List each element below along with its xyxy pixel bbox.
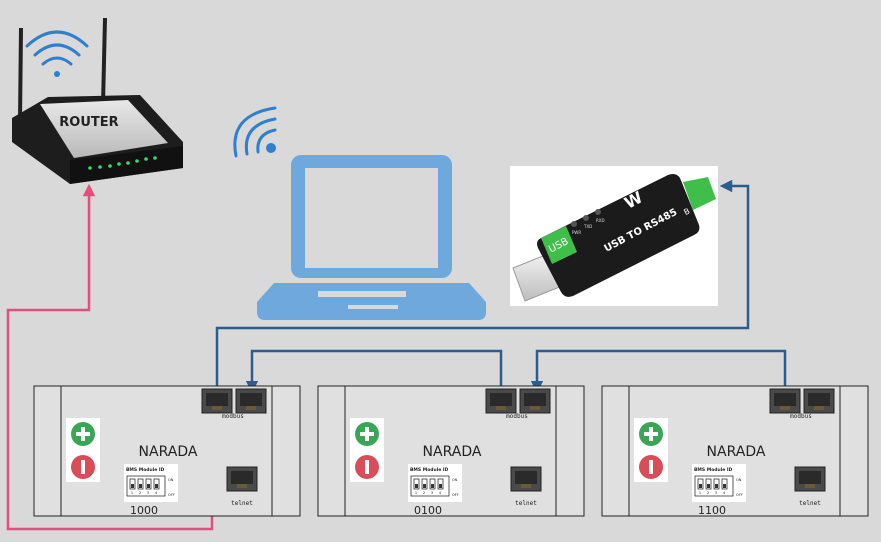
battery-modules: NARADA modbus telnet BMS Module ID 1 2 3 4 ON OFF… <box>33 385 869 517</box>
battery-id-label: 0100 <box>414 504 442 517</box>
modbus-to-converter-line <box>215 179 750 389</box>
usb-rs485-converter: USB USB TO RS485 B W PWR TXD RXD <box>510 166 718 306</box>
modbus-port-out[interactable] <box>803 388 835 414</box>
bms-module-id-dip-switch[interactable]: BMS Module ID 1 2 3 4 ON OFF <box>124 464 178 502</box>
modbus-port-label: modbus <box>222 413 244 420</box>
dip-on-label: ON <box>736 478 742 482</box>
minus-terminal-icon <box>639 455 663 479</box>
led-label-txd: TXD <box>583 224 592 229</box>
battery-brand: NARADA <box>707 444 766 460</box>
dip-number: 1 <box>415 491 417 495</box>
dip-number: 2 <box>707 491 709 495</box>
terminal-block <box>683 177 716 210</box>
router-label: ROUTER <box>59 115 118 130</box>
dip-title: BMS Module ID <box>410 467 449 473</box>
dip-number: 3 <box>431 491 433 495</box>
dip-title: BMS Module ID <box>694 467 733 473</box>
modbus-port-in[interactable] <box>769 388 801 414</box>
dip-number: 1 <box>131 491 133 495</box>
dip-off-label: OFF <box>452 493 459 497</box>
battery-id-label: 1100 <box>698 504 726 517</box>
modbus-port-in[interactable] <box>201 388 233 414</box>
router-antenna-right <box>101 17 107 106</box>
battery-module-2: NARADA modbus telnet BMS Module ID 1 2 3 4 ON OFF… <box>317 385 585 517</box>
led-label-pwr: PWR <box>572 230 581 235</box>
modbus-port-label: modbus <box>790 413 812 420</box>
dip-number: 4 <box>155 491 158 495</box>
dip-number: 2 <box>139 491 141 495</box>
dip-on-label: ON <box>168 478 174 482</box>
bms-module-id-dip-switch[interactable]: BMS Module ID 1 2 3 4 ON OFF <box>408 464 462 502</box>
converter-leds <box>571 209 601 227</box>
telnet-port[interactable] <box>226 466 258 492</box>
router-wifi-icon <box>25 30 89 77</box>
plus-terminal-icon <box>634 418 668 482</box>
laptop-wifi-icon <box>233 106 277 158</box>
router-antenna-left <box>18 27 23 121</box>
battery3-to-battery2-line <box>530 349 787 394</box>
dip-number: 2 <box>423 491 425 495</box>
battery2-to-battery1-line <box>245 349 503 394</box>
router-device: ROUTER <box>12 17 183 184</box>
telnet-port-label: telnet <box>231 500 253 507</box>
dip-off-label: OFF <box>168 493 175 497</box>
battery-id-label: 1000 <box>130 504 158 517</box>
battery-module-3: NARADA modbus telnet BMS Module ID 1 2 3 4 ON OFF… <box>601 385 869 517</box>
modbus-port-in[interactable] <box>485 388 517 414</box>
modbus-port-label: modbus <box>506 413 528 420</box>
dip-title: BMS Module ID <box>126 467 165 473</box>
dip-number: 3 <box>715 491 717 495</box>
router-status-leds <box>88 156 157 170</box>
battery-brand: NARADA <box>139 444 198 460</box>
dip-off-label: OFF <box>736 493 743 497</box>
dip-number: 4 <box>723 491 726 495</box>
battery-brand: NARADA <box>423 444 482 460</box>
converter-body <box>537 174 700 297</box>
telnet-to-router-line <box>6 183 214 531</box>
dip-number: 1 <box>699 491 701 495</box>
minus-terminal-icon <box>71 455 95 479</box>
led-label-rxd: RXD <box>596 218 605 223</box>
converter-suffix: B <box>682 207 691 218</box>
laptop-icon <box>257 155 486 320</box>
telnet-port[interactable] <box>794 466 826 492</box>
modbus-port-out[interactable] <box>519 388 551 414</box>
dip-number: 4 <box>439 491 442 495</box>
dip-on-label: ON <box>452 478 458 482</box>
battery-module-1: NARADA modbus telnet BMS Module ID 1 2 3 4 ON OFF… <box>33 385 301 517</box>
plus-terminal-icon <box>350 418 384 482</box>
telnet-port[interactable] <box>510 466 542 492</box>
bms-module-id-dip-switch[interactable]: BMS Module ID 1 2 3 4 ON OFF <box>692 464 746 502</box>
rs485-wiring <box>215 179 787 394</box>
telnet-port-label: telnet <box>515 500 537 507</box>
minus-terminal-icon <box>355 455 379 479</box>
modbus-port-out[interactable] <box>235 388 267 414</box>
dip-number: 3 <box>147 491 149 495</box>
telnet-port-label: telnet <box>799 500 821 507</box>
